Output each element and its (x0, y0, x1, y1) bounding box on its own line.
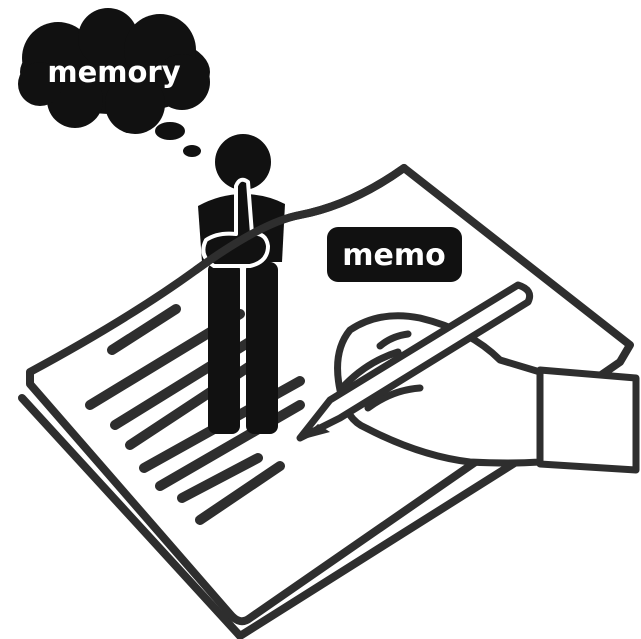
thought-cloud (18, 8, 210, 134)
person-head (215, 134, 271, 190)
notebook-fold-edge (192, 164, 408, 274)
pen-tip (300, 424, 330, 440)
thinking-person (198, 134, 285, 434)
person-right-leg (246, 262, 278, 434)
thought-bubble-text: memory (47, 55, 180, 89)
person-left-leg (208, 262, 240, 434)
shirt-cuff (536, 366, 640, 474)
thought-trail-dots (155, 122, 201, 157)
writing-hand (296, 281, 640, 474)
person-thinking-arm (201, 177, 270, 268)
memo-tag (327, 227, 462, 282)
pen (296, 281, 534, 442)
memo-tag-text: memo (342, 238, 445, 273)
hand-fingers (338, 330, 424, 412)
